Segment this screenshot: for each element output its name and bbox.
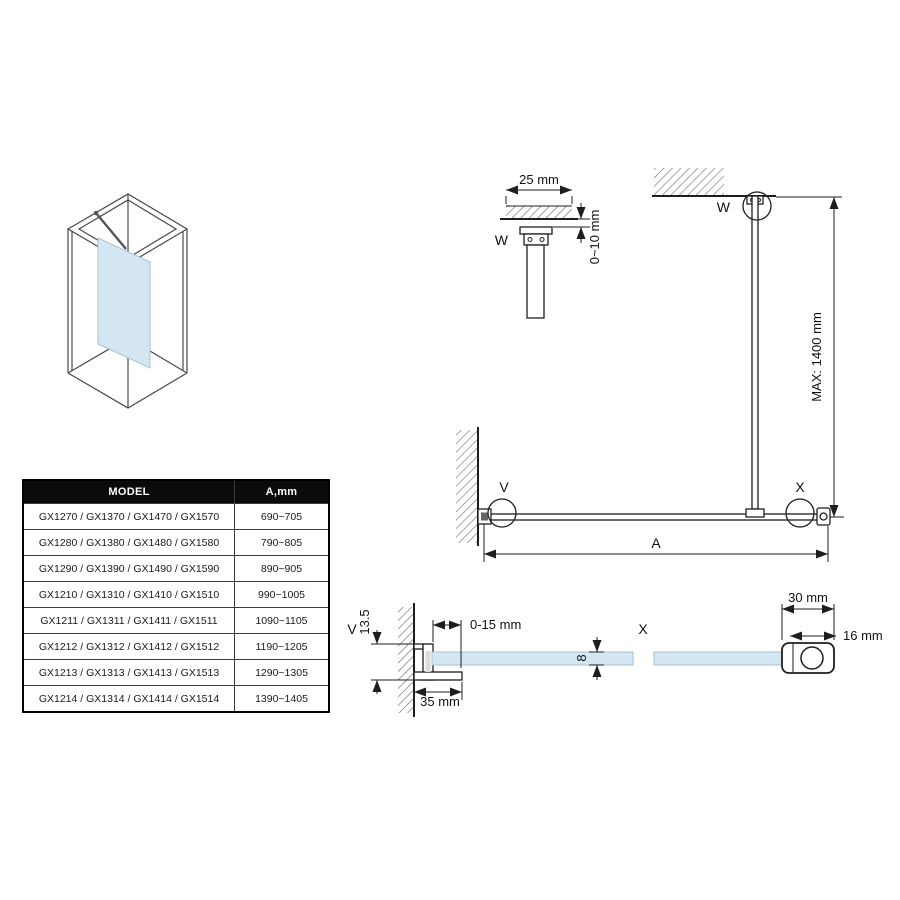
horizontal-support-bar xyxy=(483,513,829,521)
support-bar-mount xyxy=(93,210,99,216)
callout-w-label: W xyxy=(717,199,731,215)
support-bar xyxy=(95,212,127,250)
model-cell: GX1213 / GX1313 / GX1413 / GX1513 xyxy=(22,659,235,686)
table-header-row: MODEL A,mm xyxy=(22,479,330,504)
bracket-screw xyxy=(539,237,545,242)
callout-x-label: X xyxy=(795,479,805,495)
a-cell: 1290~1305 xyxy=(234,659,330,686)
callout-v-label: V xyxy=(347,621,357,637)
callout-circle-w xyxy=(742,191,772,221)
shower-isometric-drawing xyxy=(66,193,189,409)
glass-panel xyxy=(97,237,151,369)
a-cell: 890~905 xyxy=(234,555,330,582)
wall-hatch xyxy=(398,607,414,713)
callout-x-label: X xyxy=(638,621,648,637)
dim-max-height-label: MAX: 1400 mm xyxy=(809,312,824,402)
a-cell: 790~805 xyxy=(234,529,330,556)
a-cell: 990~1005 xyxy=(234,581,330,608)
model-cell: GX1210 / GX1310 / GX1410 / GX1510 xyxy=(22,581,235,608)
callout-w-label: W xyxy=(495,232,509,248)
callout-v-label: V xyxy=(499,479,509,495)
model-cell: GX1280 / GX1380 / GX1480 / GX1580 xyxy=(22,529,235,556)
callout-circle-x xyxy=(785,498,815,528)
model-cell: GX1270 / GX1370 / GX1470 / GX1570 xyxy=(22,503,235,530)
dim-profile-height-label: 13.5 xyxy=(357,609,372,634)
table-row: GX1213 / GX1313 / GX1413 / GX1513 1290~1… xyxy=(22,659,330,686)
model-cell: GX1214 / GX1314 / GX1414 / GX1514 xyxy=(22,685,235,713)
table-row: GX1290 / GX1390 / GX1490 / GX1590 890~90… xyxy=(22,555,330,582)
dim-span-a-label: A xyxy=(651,535,661,551)
dim-adjust-range-label: 0-15 mm xyxy=(470,617,521,632)
clamp-screw xyxy=(800,646,824,670)
model-cell: GX1212 / GX1312 / GX1412 / GX1512 xyxy=(22,633,235,660)
dim-clamp-height-label: 16 mm xyxy=(843,628,883,643)
callout-circle-v xyxy=(487,498,517,528)
a-cell: 1390~1405 xyxy=(234,685,330,713)
vertical-support-bar xyxy=(751,195,759,510)
glass-clamp-detail: X 30 mm 16 mm xyxy=(638,590,883,674)
glass-panel-section xyxy=(653,651,784,666)
bar-junction-connector xyxy=(745,508,765,518)
model-cell: GX1211 / GX1311 / GX1411 / GX1511 xyxy=(22,607,235,634)
wall-profile-base xyxy=(413,671,463,681)
dim-glass-thickness-label: 8 xyxy=(574,654,589,661)
bracket-screw xyxy=(527,237,533,242)
table-row: GX1270 / GX1370 / GX1470 / GX1570 690~70… xyxy=(22,503,330,530)
wall-profile-flange xyxy=(413,643,424,650)
ceiling-bracket-plate xyxy=(519,226,553,235)
dim-profile-depth-label: 35 mm xyxy=(420,694,460,709)
wall-profile-detail: V 13.5 0-15 mm 35 mm 8 xyxy=(347,603,634,717)
a-cell: 690~705 xyxy=(234,503,330,530)
table-row: GX1280 / GX1380 / GX1480 / GX1580 790~80… xyxy=(22,529,330,556)
ceiling-mount-detail: 25 mm W 0~10 mm xyxy=(495,172,602,319)
dim-gap-label: 0~10 mm xyxy=(587,210,602,265)
dim-clamp-length-label: 30 mm xyxy=(788,590,828,605)
glass-panel-section xyxy=(431,651,634,666)
a-cell: 1190~1205 xyxy=(234,633,330,660)
installation-overview: W MAX: 1400 mm V X A xyxy=(456,168,844,562)
table-row: GX1214 / GX1314 / GX1414 / GX1514 1390~1… xyxy=(22,685,330,713)
end-clamp xyxy=(816,507,831,526)
table-row: GX1211 / GX1311 / GX1411 / GX1511 1090~1… xyxy=(22,607,330,634)
a-cell: 1090~1105 xyxy=(234,607,330,634)
wall-hatch xyxy=(456,430,478,543)
ceiling-hatch xyxy=(654,168,724,195)
col-header-model: MODEL xyxy=(22,479,235,504)
col-header-a: A,mm xyxy=(234,479,330,504)
table-row: GX1210 / GX1310 / GX1410 / GX1510 990~10… xyxy=(22,581,330,608)
model-table: MODEL A,mm GX1270 / GX1370 / GX1470 / GX… xyxy=(22,479,330,713)
model-cell: GX1290 / GX1390 / GX1490 / GX1590 xyxy=(22,555,235,582)
ceiling-hatch xyxy=(506,206,572,219)
support-bar-section xyxy=(526,244,545,319)
dim-25mm-label: 25 mm xyxy=(519,172,559,187)
table-row: GX1212 / GX1312 / GX1412 / GX1512 1190~1… xyxy=(22,633,330,660)
